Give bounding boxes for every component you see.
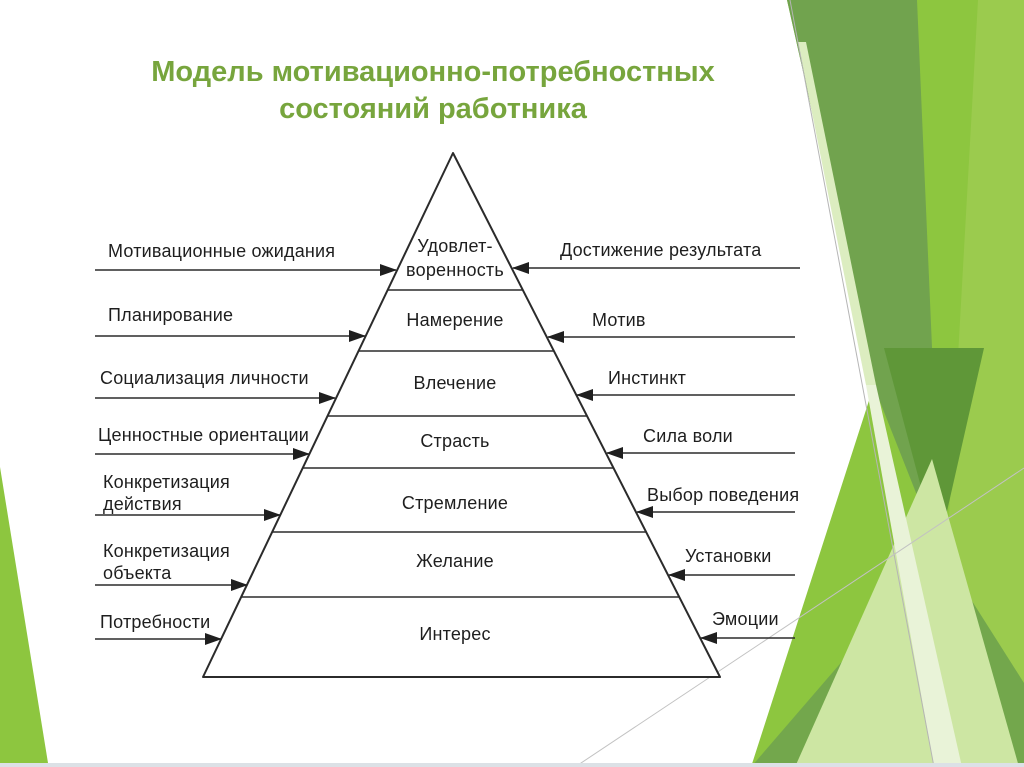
level-5-name: Стремление: [402, 493, 508, 513]
left-label-5-line-2: действия: [103, 494, 182, 514]
slide-title-line-2: состояний работника: [279, 93, 588, 125]
left-label-3: Социализация личности: [100, 368, 309, 388]
fan-dark-wedge: [884, 348, 984, 551]
level-4-name: Страсть: [420, 431, 489, 451]
left-labels: Мотивационные ожидания Планирование Соци…: [95, 241, 397, 645]
fan-edge-sliver-upper: [798, 42, 876, 385]
level-2-name: Намерение: [406, 310, 503, 330]
slide-title-line-1: Модель мотивационно-потребностных: [151, 56, 714, 88]
pyramid-diagram: Удовлет- воренность Намерение Влечение С…: [202, 152, 721, 678]
left-label-4: Ценностные ориентации: [98, 425, 309, 445]
fan-edge-sliver-lower: [866, 385, 962, 767]
level-1-name-line-2: воренность: [406, 260, 504, 280]
bottom-edge-strip: [0, 763, 1024, 767]
left-label-2: Планирование: [108, 305, 233, 325]
right-label-5: Выбор поведения: [647, 485, 799, 505]
green-fan-decoration: [574, 0, 1024, 767]
corner-green-wedge: [0, 467, 48, 763]
left-label-7: Потребности: [100, 612, 210, 632]
right-label-1: Достижение результата: [560, 240, 762, 260]
level-3-name: Влечение: [414, 373, 497, 393]
level-1-name-line-1: Удовлет-: [417, 236, 492, 256]
right-label-3: Инстинкт: [608, 368, 686, 388]
decor-diagonal-line-1: [789, 0, 935, 767]
right-label-4: Сила воли: [643, 426, 733, 446]
pyramid-outline: [202, 152, 721, 678]
level-7-name: Интерес: [419, 624, 490, 644]
right-label-7: Эмоции: [712, 609, 779, 629]
slide-title: Модель мотивационно-потребностных состоя…: [151, 56, 714, 125]
right-label-6: Установки: [685, 546, 772, 566]
right-label-2: Мотив: [592, 310, 646, 330]
decor-diagonal-line-2: [574, 467, 1024, 767]
right-labels: Достижение результата Мотив Инстинкт Сил…: [512, 240, 800, 644]
left-label-6-line-2: объекта: [103, 563, 172, 583]
level-6-name: Желание: [416, 551, 494, 571]
left-label-5-line-1: Конкретизация: [103, 472, 230, 492]
left-label-6-line-1: Конкретизация: [103, 541, 230, 561]
left-label-1: Мотивационные ожидания: [108, 241, 335, 261]
